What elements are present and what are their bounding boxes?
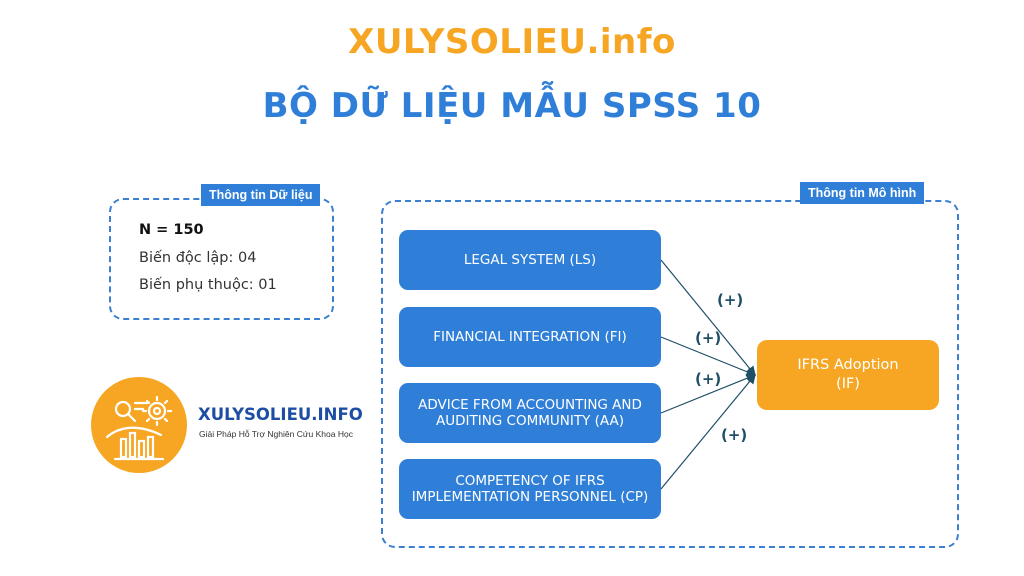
model-info-tag: Thông tin Mô hình bbox=[800, 182, 925, 204]
arrow-ls bbox=[660, 259, 756, 376]
dependent-var-code: (IF) bbox=[836, 376, 860, 392]
sign-fi: (+) bbox=[695, 329, 722, 347]
logo-tagline: Giải Pháp Hỗ Trợ Nghiên Cứu Khoa Học bbox=[199, 429, 353, 439]
sample-size: N = 150 bbox=[139, 222, 204, 238]
sign-aa: (+) bbox=[695, 370, 722, 388]
sign-ls: (+) bbox=[717, 291, 744, 309]
page-title: BỘ DỮ LIỆU MẪU SPSS 10 bbox=[262, 86, 762, 126]
var-box-aa: ADVICE FROM ACCOUNTING AND AUDITING COMM… bbox=[399, 383, 661, 443]
dependent-var-box: IFRS Adoption (IF) bbox=[757, 340, 939, 410]
sign-cp: (+) bbox=[721, 426, 748, 444]
dependent-var-name: IFRS Adoption bbox=[797, 357, 899, 373]
arrow-aa bbox=[660, 373, 757, 414]
var-box-ls: LEGAL SYSTEM (LS) bbox=[399, 230, 661, 290]
model-panel bbox=[381, 200, 959, 548]
var-box-cp: COMPETENCY OF IFRS IMPLEMENTATION PERSON… bbox=[399, 459, 661, 519]
analytics-gear-chart-icon bbox=[105, 395, 173, 461]
dependent-count: Biến phụ thuộc: 01 bbox=[139, 277, 277, 293]
arrow-fi bbox=[660, 336, 757, 377]
arrow-cp bbox=[660, 374, 756, 490]
var-box-fi: FINANCIAL INTEGRATION (FI) bbox=[399, 307, 661, 367]
data-info-tag: Thông tin Dữ liệu bbox=[201, 184, 321, 206]
logo-circle bbox=[91, 377, 187, 473]
logo-name: XULYSOLIEU.INFO bbox=[198, 405, 363, 424]
independent-count: Biến độc lập: 04 bbox=[139, 250, 257, 266]
site-title: XULYSOLIEU.info bbox=[348, 22, 676, 62]
